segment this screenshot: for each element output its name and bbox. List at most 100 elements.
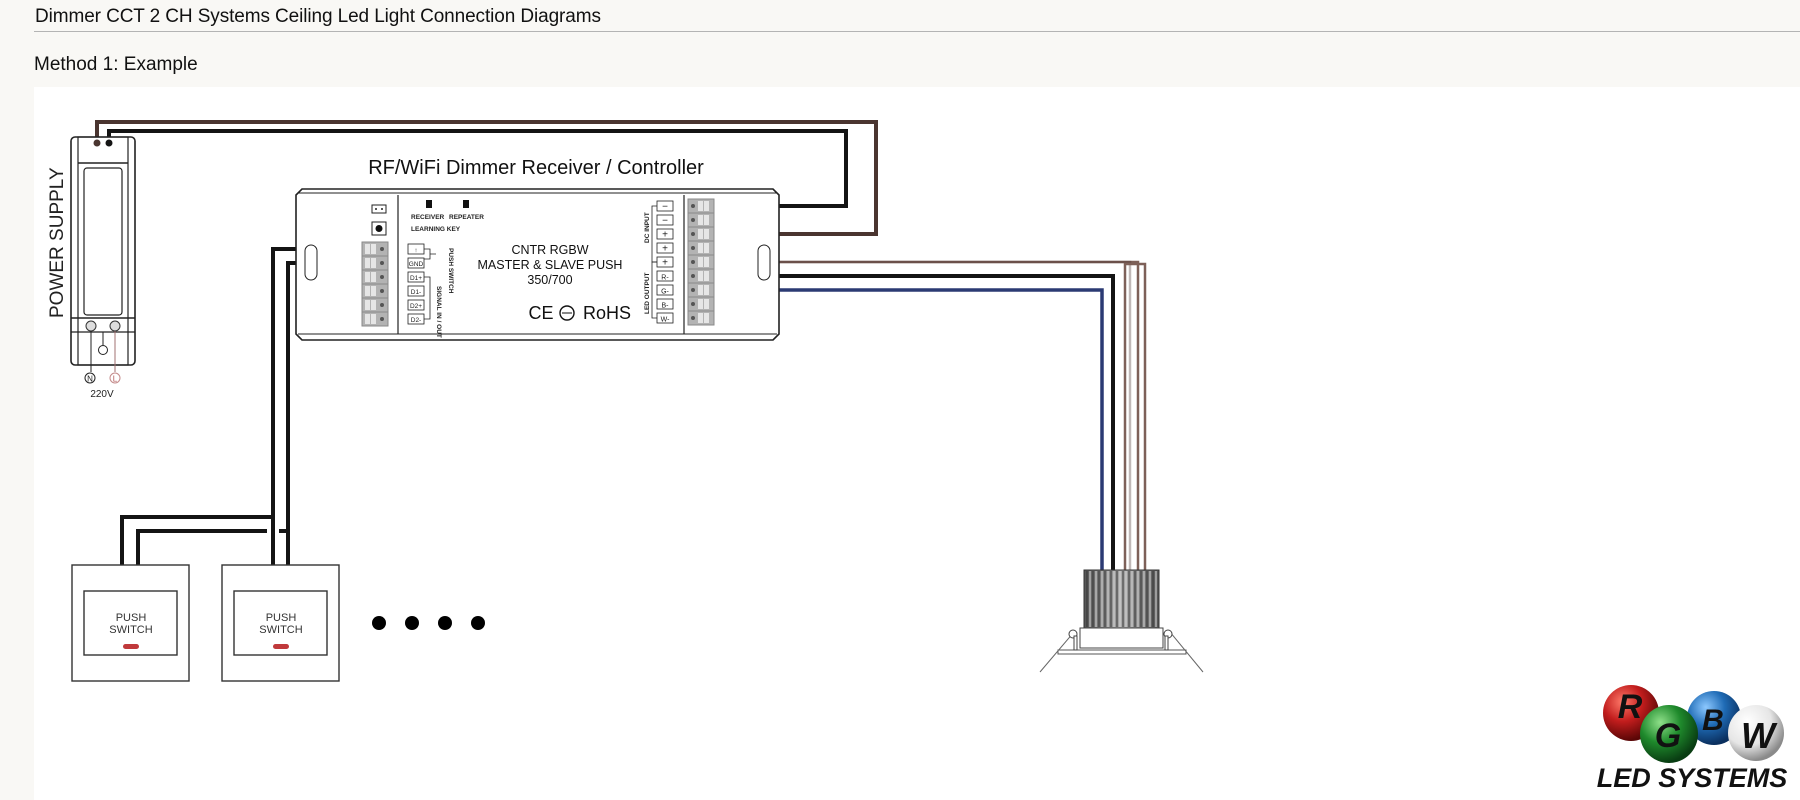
ce-mark: CE (528, 303, 553, 323)
right-terminal-label: − (656, 200, 674, 213)
power-supply-label: POWER SUPPLY (47, 167, 68, 318)
wire-switch1-b (136, 529, 267, 565)
rgbw-logo: R G B W LED SYSTEMS (1597, 685, 1788, 793)
push-switch-2-label-1: PUSH (266, 612, 297, 624)
svg-text:W-: W- (661, 317, 670, 324)
logo-ball-g (1640, 705, 1698, 763)
right-terminal-label: B- (656, 298, 674, 310)
logo-letter-g: G (1655, 717, 1681, 755)
left-terminal-label: GND (407, 257, 425, 269)
push-switch-2-led (273, 644, 289, 649)
left-terminal (361, 255, 389, 271)
psu-output-positive (93, 139, 101, 147)
logo-ball-b (1687, 691, 1741, 745)
neutral-terminal-label: N (87, 375, 93, 384)
live-terminal-label: L (113, 375, 118, 384)
left-terminal-block (361, 241, 389, 327)
left-terminal-label: D2+ (407, 299, 425, 311)
receiver-label: RECEIVER (411, 214, 445, 221)
psu-output-negative (105, 139, 113, 147)
wire-led-positive-2 (712, 260, 1132, 570)
left-terminal (361, 241, 389, 257)
right-terminal (687, 254, 715, 270)
logo-letter-b: B (1702, 704, 1724, 737)
push-switch-2: PUSH SWITCH (221, 564, 340, 682)
left-terminal-label: D2- (407, 313, 425, 325)
weee-icon (559, 305, 575, 321)
section-title: Method 1: Example (34, 54, 198, 75)
title-divider (34, 31, 1800, 32)
model-line-3: 350/700 (527, 273, 572, 287)
right-terminal (687, 212, 715, 228)
left-terminal (361, 269, 389, 285)
wire-led-g (712, 288, 1104, 570)
learning-key-label: LEARNING KEY (411, 226, 461, 233)
push-switch-1-led (123, 644, 139, 649)
svg-text:D2-: D2- (411, 317, 421, 324)
right-terminal (687, 296, 715, 312)
svg-text:D1-: D1- (411, 289, 421, 296)
wire-led-positive (712, 260, 1140, 570)
ceiling-downlight (1039, 569, 1204, 673)
svg-text:−: − (662, 216, 668, 227)
left-terminal-label: D1+ (407, 271, 425, 283)
left-terminal-label: D1- (407, 285, 425, 297)
model-line-1: CNTR RGBW (511, 243, 588, 257)
voltage-label: 220V (90, 389, 114, 400)
right-terminal-label: + (656, 228, 674, 241)
page-title: Dimmer CCT 2 CH Systems Ceiling Led Ligh… (35, 6, 601, 27)
svg-text:+: + (662, 258, 668, 269)
left-terminal (361, 297, 389, 313)
svg-text:G-: G- (661, 289, 669, 296)
right-terminal-label: R- (656, 270, 674, 282)
push-switch-1: PUSH SWITCH (71, 564, 190, 682)
push-switch-2-label-2: SWITCH (259, 624, 302, 636)
wire-switch1-a (120, 515, 273, 565)
svg-text:+: + (662, 244, 668, 255)
wire-psu-positive (95, 120, 878, 236)
status-led (371, 204, 387, 214)
wire-psu-negative (107, 129, 848, 208)
right-terminal-label: + (656, 242, 674, 255)
controller: RF/WiFi Dimmer Receiver / Controller REC… (295, 157, 780, 341)
right-terminal (687, 240, 715, 256)
push-switch-1-label-1: PUSH (116, 612, 147, 624)
push-switch-1-label-2: SWITCH (109, 624, 152, 636)
right-terminal-label: − (656, 214, 674, 227)
repeater-label: REPEATER (449, 214, 484, 221)
right-terminal (687, 226, 715, 242)
svg-text:R-: R- (661, 275, 669, 282)
svg-text:GND: GND (409, 261, 424, 268)
right-terminal-block (687, 198, 715, 326)
wire-led-cct (1123, 262, 1147, 570)
right-terminal-label: G- (656, 284, 674, 296)
right-terminal (687, 268, 715, 284)
more-switches-indicator (372, 616, 485, 630)
logo-ball-w (1728, 705, 1784, 761)
push-switch-group-label: PUSH SWITCH (447, 248, 454, 294)
controller-title: RF/WiFi Dimmer Receiver / Controller (368, 157, 704, 179)
dc-input-label: DC INPUT (644, 212, 651, 243)
svg-text:B-: B- (662, 303, 670, 310)
svg-text:↑: ↑ (414, 247, 417, 254)
left-terminal-label: ↑ (407, 243, 425, 255)
logo-letter-r: R (1618, 688, 1643, 726)
svg-text:D2+: D2+ (410, 303, 422, 310)
svg-text:D1+: D1+ (410, 275, 422, 282)
left-terminal (361, 311, 389, 327)
rohs-mark: RoHS (583, 303, 631, 323)
right-terminal-label: W- (656, 312, 674, 324)
model-line-2: MASTER & SLAVE PUSH (478, 258, 623, 272)
power-supply: POWER SUPPLY N L 220V (47, 136, 136, 400)
right-terminal (687, 282, 715, 298)
right-terminal (687, 310, 715, 326)
left-terminal (361, 283, 389, 299)
wire-led-r (712, 274, 1115, 570)
right-terminal (687, 198, 715, 214)
svg-text:−: − (662, 202, 668, 213)
right-terminal-label: + (656, 256, 674, 269)
led-output-label: LED OUTPUT (644, 272, 651, 314)
logo-letter-w: W (1741, 715, 1778, 756)
logo-text: LED SYSTEMS (1597, 763, 1788, 793)
